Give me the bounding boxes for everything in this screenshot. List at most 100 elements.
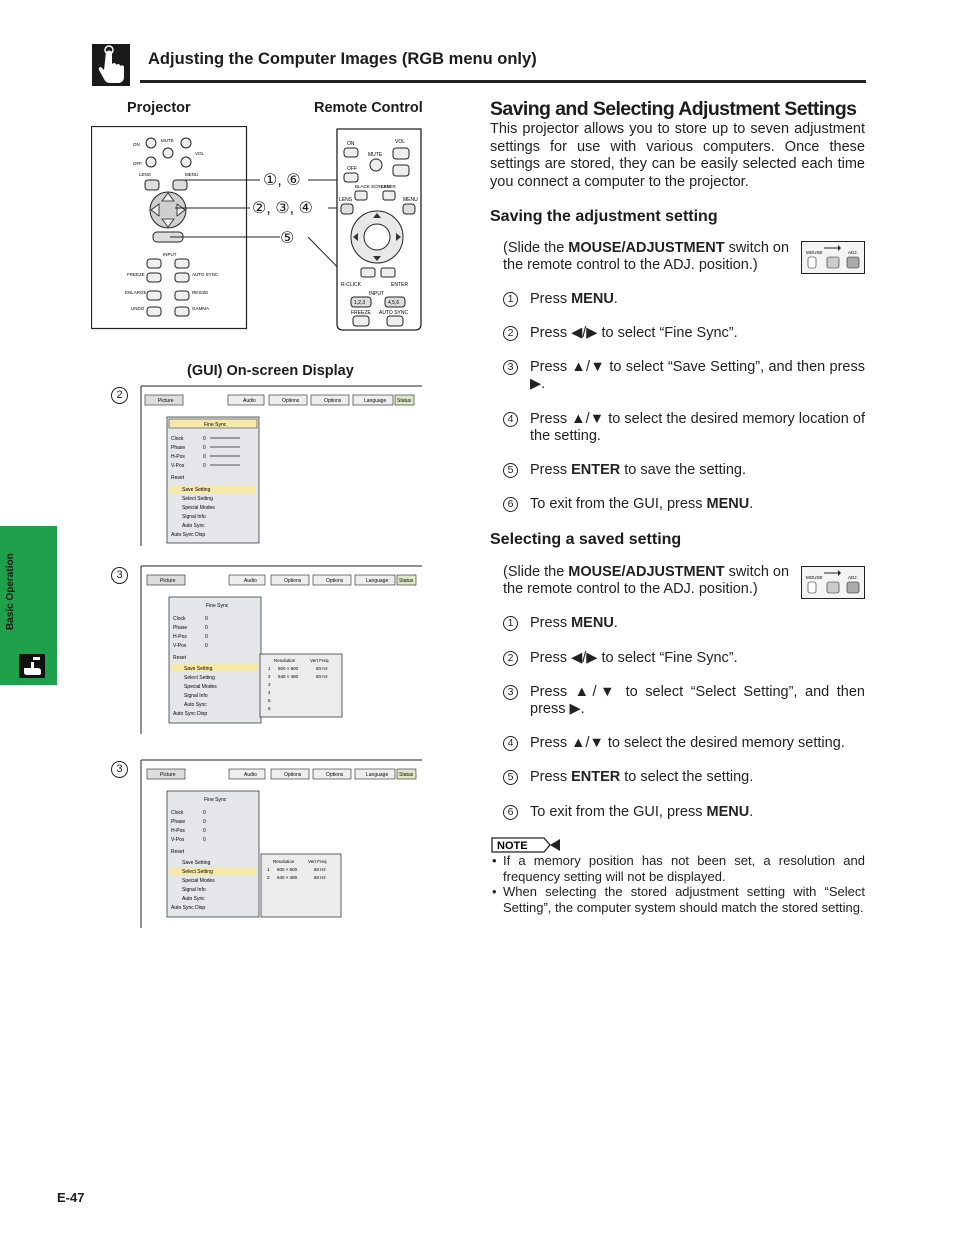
note-bullet-1: •If a memory position has not been set, … bbox=[492, 853, 865, 884]
gui-tab-status: Status bbox=[399, 772, 414, 778]
projector-input-label: INPUT bbox=[163, 252, 177, 257]
gui-item-phase: Phase bbox=[171, 819, 185, 825]
screen-step-label-2: 3 bbox=[111, 565, 128, 584]
gui-screen-select-setting: Picture Audio Options Options Language S… bbox=[140, 759, 422, 928]
gui-tab-audio: Audio bbox=[244, 578, 257, 584]
section-title: Adjusting the Computer Images (RGB menu … bbox=[148, 50, 537, 68]
projector-vol-label: VOL bbox=[195, 151, 205, 156]
switch-mouse-label: MOUSE bbox=[806, 250, 823, 255]
projector-label: Projector bbox=[127, 100, 191, 116]
gui-value-h-pos: 0 bbox=[203, 454, 206, 460]
projector-mute-label: MUTE bbox=[161, 138, 174, 143]
gui-tab-language: Language bbox=[364, 398, 386, 404]
gui-table-row-2-res: 640 × 480 bbox=[278, 674, 299, 679]
projector-resize-label: RESIZE bbox=[192, 290, 208, 295]
remote-menu-label: MENU bbox=[403, 197, 418, 203]
callout-1-6: ①, ⑥ bbox=[263, 172, 301, 189]
gui-item-signal-info: Signal Info bbox=[184, 693, 208, 699]
gui-value-v-pos: 0 bbox=[203, 463, 206, 469]
gui-menu-title: Fine Sync bbox=[204, 797, 227, 803]
gui-tab-picture: Picture bbox=[160, 578, 176, 584]
gui-item-clock: Clock bbox=[173, 616, 186, 622]
gui-label: (GUI) On-screen Display bbox=[187, 363, 354, 379]
remote-input-label: INPUT bbox=[369, 291, 384, 297]
gui-value-h-pos: 0 bbox=[203, 828, 206, 834]
mouse-adj-switch-diagram-2: MOUSE ADJ. bbox=[801, 566, 865, 599]
screen-step-label-1: 2 bbox=[111, 385, 128, 404]
gui-item-save-setting: Save Setting bbox=[182, 860, 211, 866]
select-heading: Selecting a saved setting bbox=[490, 531, 682, 548]
projector-auto-sync-label: AUTO SYNC bbox=[192, 272, 219, 277]
gui-tab-options-2: Options bbox=[324, 398, 342, 404]
gui-table-row-1-num: 1 bbox=[268, 666, 271, 671]
gui-item-select-setting: Select Setting bbox=[182, 496, 213, 502]
gui-value-phase: 0 bbox=[203, 445, 206, 451]
gui-tab-picture: Picture bbox=[160, 772, 176, 778]
projector-off-label: OFF bbox=[133, 161, 142, 166]
hand-pointer-icon bbox=[92, 44, 130, 86]
remote-mute-label: MUTE bbox=[368, 152, 383, 158]
gui-item-save-setting: Save Setting bbox=[182, 487, 211, 493]
remote-control: ON VOL MUTE OFF BLACK SCREEN LASER LENS … bbox=[336, 128, 422, 331]
gui-item-auto-sync: Auto Sync bbox=[182, 896, 205, 902]
slide-switch-note: (Slide the MOUSE/ADJUSTMENT switch on th… bbox=[503, 240, 790, 273]
remote-off-label: OFF bbox=[347, 166, 357, 172]
projector-undo-label: UNDO bbox=[131, 306, 145, 311]
section-heading: Saving and Selecting Adjustment Settings bbox=[490, 98, 857, 120]
gui-tab-options-1: Options bbox=[284, 578, 302, 584]
gui-table-row-5-num: 5 bbox=[268, 698, 271, 703]
gui-table-row-1-freq: 60 Hz bbox=[316, 666, 329, 671]
gui-item-auto-sync: Auto Sync bbox=[182, 523, 205, 529]
gui-tab-status: Status bbox=[399, 578, 414, 584]
gui-tab-status: Status bbox=[397, 398, 412, 404]
slide-switch-note-2: (Slide the MOUSE/ADJUSTMENT switch on th… bbox=[503, 564, 790, 597]
remote-freeze-label: FREEZE bbox=[351, 310, 371, 316]
gui-table-header-resolution: Resolution bbox=[274, 658, 296, 663]
gui-value-v-pos: 0 bbox=[205, 643, 208, 649]
note-tag: NOTE bbox=[491, 837, 560, 853]
projector-gamma-label: GAMMA bbox=[192, 306, 209, 311]
gui-item-h-pos: H-Pos bbox=[171, 828, 185, 834]
gui-table-header-vert-freq: Vert Freq bbox=[308, 859, 327, 864]
gui-item-h-pos: H-Pos bbox=[173, 634, 187, 640]
gui-item-v-pos: V-Pos bbox=[171, 463, 185, 469]
gui-table-row-1-freq: 60 Hz bbox=[314, 867, 327, 872]
remote-on-label: ON bbox=[347, 141, 355, 147]
projector-enlarge-label: ENLARGE bbox=[125, 290, 147, 295]
gui-tab-options-1: Options bbox=[282, 398, 300, 404]
switch-adj-label: ADJ. bbox=[848, 250, 858, 255]
remote-enter-label: ENTER bbox=[391, 282, 408, 288]
gui-value-phase: 0 bbox=[205, 625, 208, 631]
gui-table-row-1-num: 1 bbox=[267, 867, 270, 872]
remote-r-click-label: R-CLICK bbox=[341, 282, 362, 288]
save-heading: Saving the adjustment setting bbox=[490, 208, 718, 225]
gui-tab-options-1: Options bbox=[284, 772, 302, 778]
gui-item-auto-sync-disp: Auto Sync Disp bbox=[171, 905, 205, 911]
gui-item-select-setting: Select Setting bbox=[182, 869, 213, 875]
gui-value-clock: 0 bbox=[205, 616, 208, 622]
gui-item-special-modes: Special Modes bbox=[182, 505, 215, 511]
callout-2-3-4: ②, ③, ④ bbox=[252, 200, 313, 217]
remote-laser-label: LASER bbox=[381, 184, 397, 189]
gui-item-v-pos: V-Pos bbox=[171, 837, 185, 843]
gui-screen-fine-sync: Picture Audio Options Options Language S… bbox=[140, 385, 422, 546]
gui-tab-audio: Audio bbox=[243, 398, 256, 404]
hand-icon bbox=[19, 654, 45, 678]
gui-value-clock: 0 bbox=[203, 436, 206, 442]
gui-item-clock: Clock bbox=[171, 436, 184, 442]
remote-input-b-label: 4,5,6 bbox=[388, 300, 399, 306]
header-rule bbox=[140, 80, 866, 83]
gui-table-row-2-num: 2 bbox=[267, 875, 270, 880]
gui-item-auto-sync: Auto Sync bbox=[184, 702, 207, 708]
gui-tab-audio: Audio bbox=[244, 772, 257, 778]
gui-value-h-pos: 0 bbox=[205, 634, 208, 640]
remote-vol-label: VOL bbox=[395, 139, 405, 145]
